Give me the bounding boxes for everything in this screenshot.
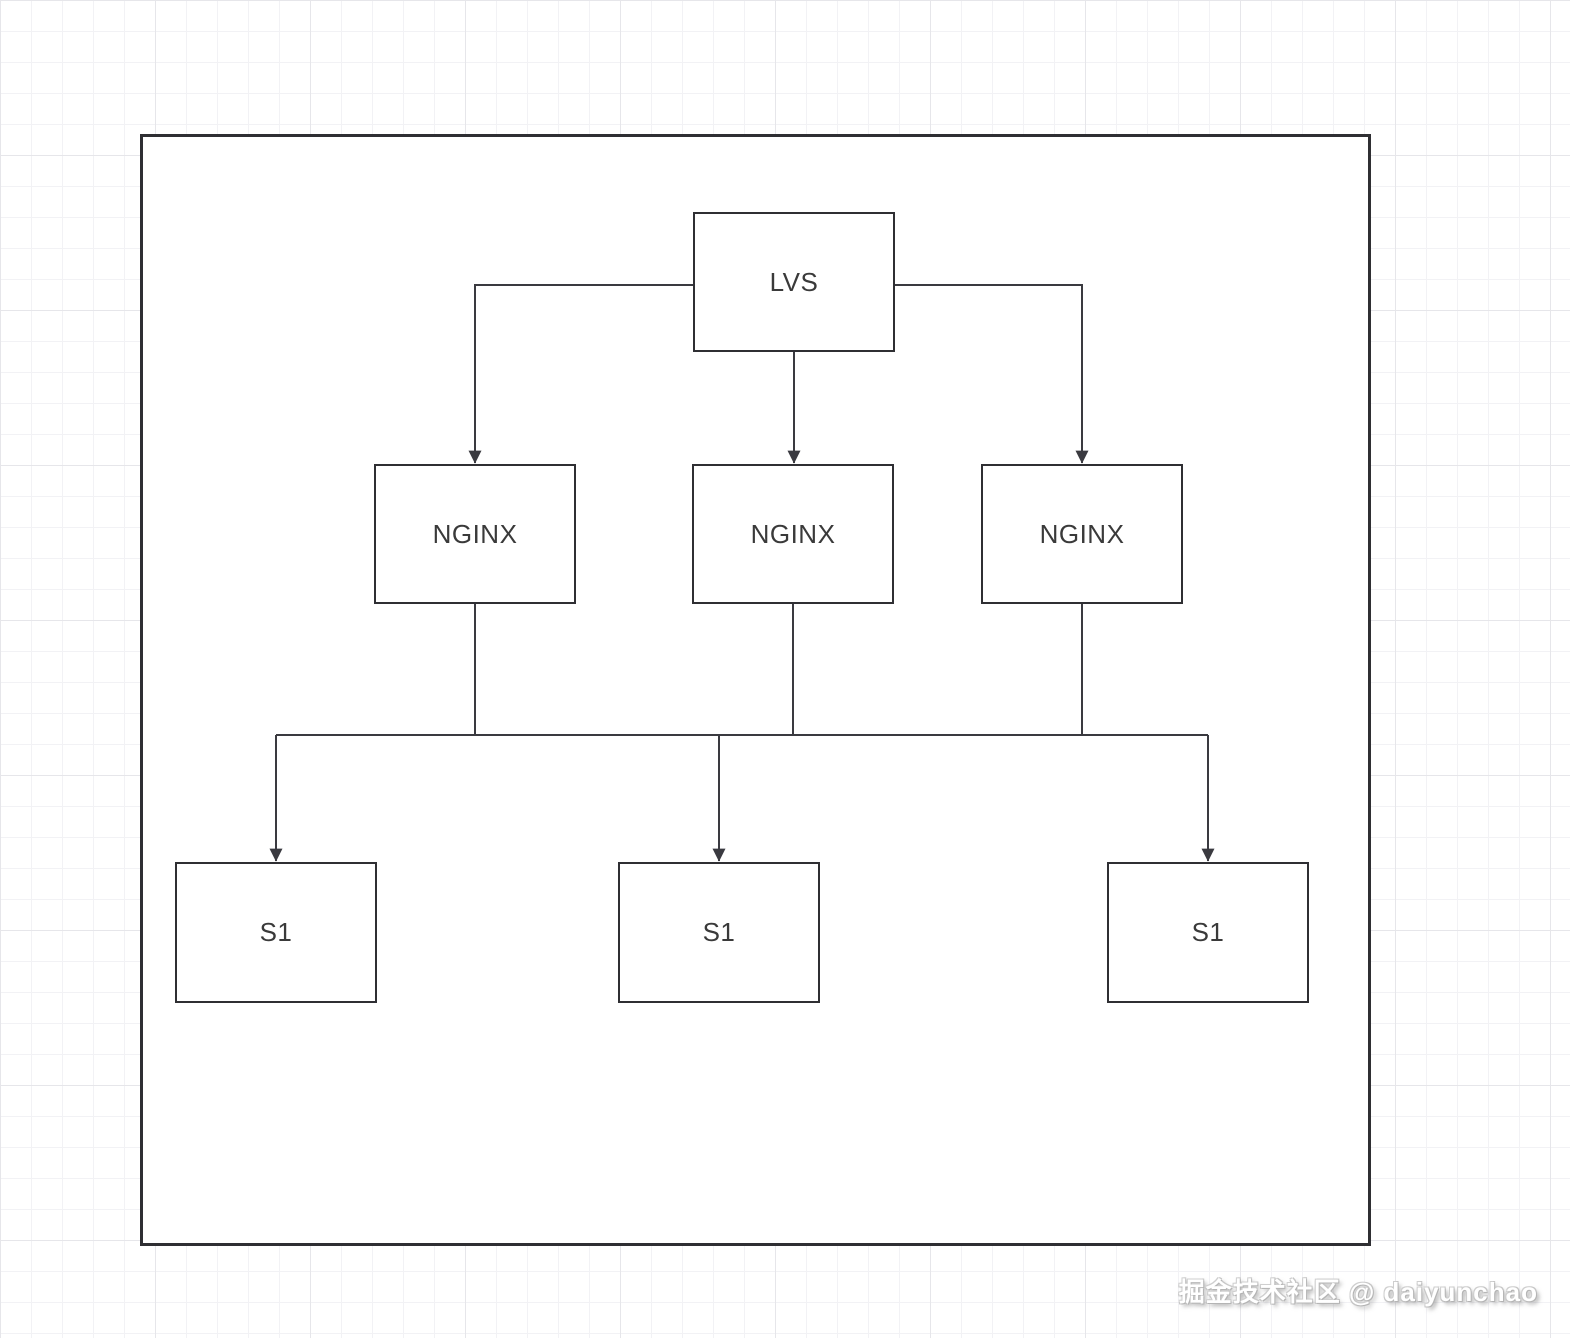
node-s1-2: S1 (618, 862, 820, 1003)
node-s1-1-label: S1 (259, 917, 293, 947)
node-s1-2-label: S1 (702, 917, 736, 947)
node-nginx-1-label: NGINX (432, 518, 518, 549)
node-nginx-3-label: NGINX (1039, 518, 1125, 549)
node-s1-1: S1 (175, 862, 377, 1003)
watermark: 掘金技术社区 @ daiyunchao (1178, 1277, 1538, 1307)
node-nginx-2-label: NGINX (750, 518, 836, 549)
node-s1-3: S1 (1107, 862, 1309, 1003)
node-nginx-1: NGINX (374, 464, 576, 604)
node-lvs: LVS (693, 212, 895, 352)
node-nginx-3: NGINX (981, 464, 1183, 604)
node-lvs-label: LVS (769, 266, 819, 297)
node-s1-3-label: S1 (1191, 917, 1225, 947)
node-nginx-2: NGINX (692, 464, 894, 604)
